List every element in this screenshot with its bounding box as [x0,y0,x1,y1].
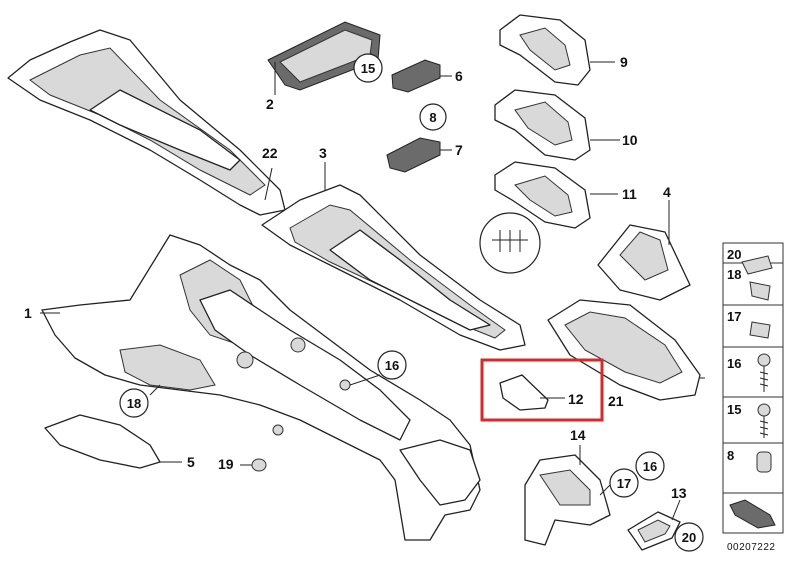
label-1: 1 [24,305,32,321]
label-3: 3 [319,145,327,161]
screw-head-icon [757,353,771,367]
reference-code: 00207222 [727,542,776,553]
part-21-frame[interactable] [547,299,701,401]
part-1-center-console[interactable] [41,234,481,541]
label-21: 21 [608,393,624,409]
leader-lines [40,61,705,536]
callout-17: 17 [609,468,639,498]
label-10: 10 [622,132,638,148]
part-22-trim-strip[interactable] [7,29,286,216]
label-14: 14 [570,427,586,443]
part-13-cover[interactable] [627,511,681,551]
svg-text:15: 15 [361,61,375,76]
label-19: 19 [218,456,234,472]
part-3-center-trim[interactable] [261,184,526,351]
svg-text:17: 17 [727,309,741,324]
shift-pattern-detail [479,212,541,274]
part-7-switch[interactable] [386,137,441,173]
label-12: 12 [568,391,584,407]
svg-text:18: 18 [727,267,741,282]
callout-20: 20 [674,522,704,552]
plug-icon [756,451,772,473]
callout-16-center: 16 [377,350,407,380]
part-19-clip[interactable] [251,458,267,472]
speed-nut-icon [749,321,771,339]
part-labels: 1 2 3 4 5 6 7 9 10 11 12 13 14 19 21 22 [24,54,687,501]
fastener-sidebar: 20 18 17 16 15 8 [722,242,784,534]
callout-15: 15 [353,53,383,83]
arrow-clip-icon [729,499,776,529]
svg-text:20: 20 [727,247,741,262]
callout-8: 8 [419,103,447,131]
part-9-bezel[interactable] [499,14,591,86]
callout-16-right: 16 [635,451,665,481]
label-2: 2 [266,96,274,112]
spring-clip-icon [749,281,771,301]
svg-text:15: 15 [727,402,741,417]
label-6: 6 [455,68,463,84]
label-5: 5 [187,454,195,470]
label-4: 4 [663,184,671,200]
svg-text:17: 17 [617,476,631,491]
label-7: 7 [455,142,463,158]
svg-text:16: 16 [643,459,657,474]
clip-nut-icon [741,255,773,275]
callout-18: 18 [119,388,149,418]
part-6-switch[interactable] [391,59,441,93]
highlight-box [480,358,604,422]
label-22: 22 [262,145,278,161]
screw-head-icon-2 [757,403,771,417]
label-9: 9 [620,54,628,70]
part-14-bracket[interactable] [524,454,611,546]
part-5-armrest-pad[interactable] [44,414,161,469]
svg-text:8: 8 [429,110,436,125]
svg-text:20: 20 [682,530,696,545]
svg-text:16: 16 [727,356,741,371]
part-11-bezel[interactable] [494,161,591,229]
label-11: 11 [622,186,637,202]
part-4-shift-boot[interactable] [597,224,691,301]
svg-text:18: 18 [127,396,141,411]
part-10-bezel[interactable] [494,89,591,161]
svg-text:8: 8 [727,448,734,463]
svg-text:16: 16 [385,358,399,373]
label-13: 13 [671,485,687,501]
part-12-trim-piece[interactable] [499,374,549,411]
